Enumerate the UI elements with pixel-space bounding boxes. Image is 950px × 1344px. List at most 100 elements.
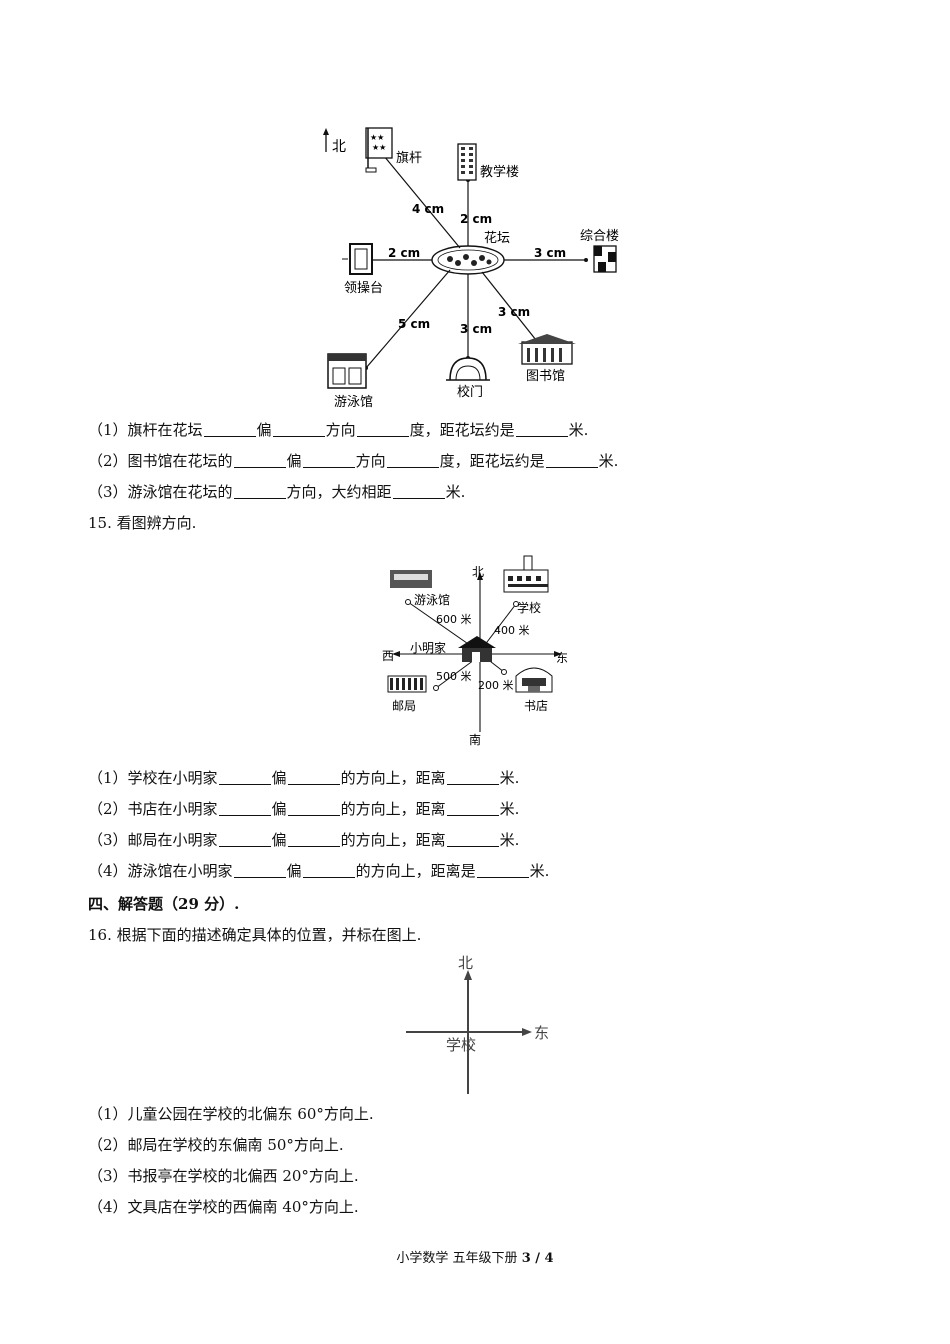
gate-distance: 3 cm [460,322,492,336]
flowerbed-label: 花坛 [484,230,510,246]
answer-blank[interactable] [302,863,355,878]
q14-line-1: （1）旗杆在花坛偏方向度，距花坛约是米. [88,420,588,440]
q15-title: 15. 看图辨方向. [88,514,197,532]
q14-line-3: （3）游泳馆在花坛的 方向，大约相距 米. [88,482,465,502]
flag-distance: 4 cm [412,202,444,216]
answer-blank[interactable] [515,422,568,437]
north-arrow-icon [477,572,483,580]
pool-label: 游泳馆 [334,395,373,410]
q14-line-2: （2）图书馆在花坛的偏方向度，距花坛约是米. [88,451,618,471]
answer-blank[interactable] [287,832,340,847]
pool-distance: 600 米 [436,613,472,626]
q15-3-text-b: 偏 [271,831,287,849]
map-north-label: 北 [332,139,346,155]
direction-rays [407,601,517,689]
north-label: 北 [458,954,473,972]
page-number: 3 / 4 [521,1251,554,1266]
answer-blank[interactable] [233,453,286,468]
campus-map-figure: 北 花坛 ★★★★ 旗杆 4 cm [323,127,619,410]
q15-4-text-d: 米. [529,862,550,880]
answer-blank[interactable] [287,770,340,785]
home-label: 小明家 [410,640,446,655]
answer-blank[interactable] [218,770,271,785]
east-label: 东 [534,1024,549,1042]
school-label: 学校 [446,1036,476,1054]
q15-2-text-b: 偏 [271,800,287,818]
bookstore-label: 书店 [524,699,548,713]
gate-label: 校门 [457,384,483,400]
pool-building-icon [390,570,432,588]
east-arrow-icon [554,651,562,657]
q16-title: 16. 根据下面的描述确定具体的位置，并标在图上. [88,926,422,944]
teaching-distance: 2 cm [460,212,492,226]
north-arrow-icon [323,128,329,152]
school-gate-icon [446,357,490,381]
q14-1-text-a: （1）旗杆在花坛 [88,421,203,439]
answer-blank[interactable] [356,422,409,437]
q15-1-text-b: 偏 [271,769,287,787]
west-arrow-icon [392,651,400,657]
post-office-distance: 500 米 [436,670,472,683]
library-label: 图书馆 [526,369,565,384]
answer-blank[interactable] [545,453,598,468]
answer-blank[interactable] [272,422,325,437]
q15-line-4: （4）游泳馆在小明家偏的方向上，距离是米. [88,861,549,881]
post-office-icon [387,675,427,693]
q15-1-text-c: 的方向上，距离 [340,769,446,787]
q14-1-text-d: 度，距花坛约是 [409,421,515,439]
footer-text: 小学数学 五年级下册 [396,1251,522,1266]
page-footer: 小学数学 五年级下册 3 / 4 [0,1247,950,1266]
q15-2-text-c: 的方向上，距离 [340,800,446,818]
podium-distance: 2 cm [388,246,420,260]
q15-2-text-d: 米. [499,800,520,818]
answer-blank[interactable] [446,832,499,847]
answer-blank[interactable] [203,422,256,437]
q15-4-text-c: 的方向上，距离是 [355,862,476,880]
home-direction-figure: 北 南 东 西 小明家 游泳馆 600 米 学校 400 米 [382,555,568,747]
answer-blank[interactable] [392,484,445,499]
answer-blank[interactable] [287,801,340,816]
answer-blank[interactable] [446,770,499,785]
q14-3-text-b: 方向，大约相距 [286,483,392,501]
answer-blank[interactable] [218,832,271,847]
school-label: 学校 [517,600,541,615]
q14-1-text-b: 偏 [256,421,272,439]
q15-3-text-c: 的方向上，距离 [340,831,446,849]
teaching-building-label: 教学楼 [480,164,519,180]
north-arrow-icon [464,970,472,980]
section-4-heading: 四、解答题（29 分）. [88,895,240,913]
q16-line-1: （1）儿童公园在学校的北偏东 60°方向上. [88,1105,374,1123]
answer-blank[interactable] [233,863,286,878]
q15-1-text-d: 米. [499,769,520,787]
q15-line-2: （2）书店在小明家偏的方向上，距离米. [88,799,519,819]
bookstore-icon [515,667,553,693]
library-distance: 3 cm [498,305,530,319]
east-arrow-icon [522,1028,532,1036]
answer-blank[interactable] [218,801,271,816]
podium-label: 领操台 [344,280,383,296]
flag-label: 旗杆 [396,150,422,166]
complex-distance: 3 cm [534,246,566,260]
teaching-building-icon [457,143,477,181]
answer-blank[interactable] [476,863,529,878]
home-icon [458,636,496,662]
svg-text:★★: ★★ [370,133,384,142]
q14-2-text-e: 米. [598,452,619,470]
post-office-label: 邮局 [392,699,416,713]
east-label: 东 [556,651,568,665]
flag-icon: ★★★★ [365,127,393,173]
q16-line-3: （3）书报亭在学校的北偏西 20°方向上. [88,1167,359,1185]
q14-3-text-c: 米. [445,483,466,501]
school-distance: 400 米 [494,624,530,637]
answer-blank[interactable] [233,484,286,499]
answer-blank[interactable] [386,453,439,468]
q14-3-text-a: （3）游泳馆在花坛的 [88,483,233,501]
svg-text:★★: ★★ [372,143,386,152]
answer-blank[interactable] [446,801,499,816]
q14-1-text-c: 方向 [325,421,356,439]
answer-blank[interactable] [302,453,355,468]
north-label: 北 [472,565,484,579]
complex-building-label: 综合楼 [580,229,619,244]
q15-4-text-a: （4）游泳馆在小明家 [88,862,233,880]
q15-line-1: （1）学校在小明家偏的方向上，距离米. [88,768,519,788]
